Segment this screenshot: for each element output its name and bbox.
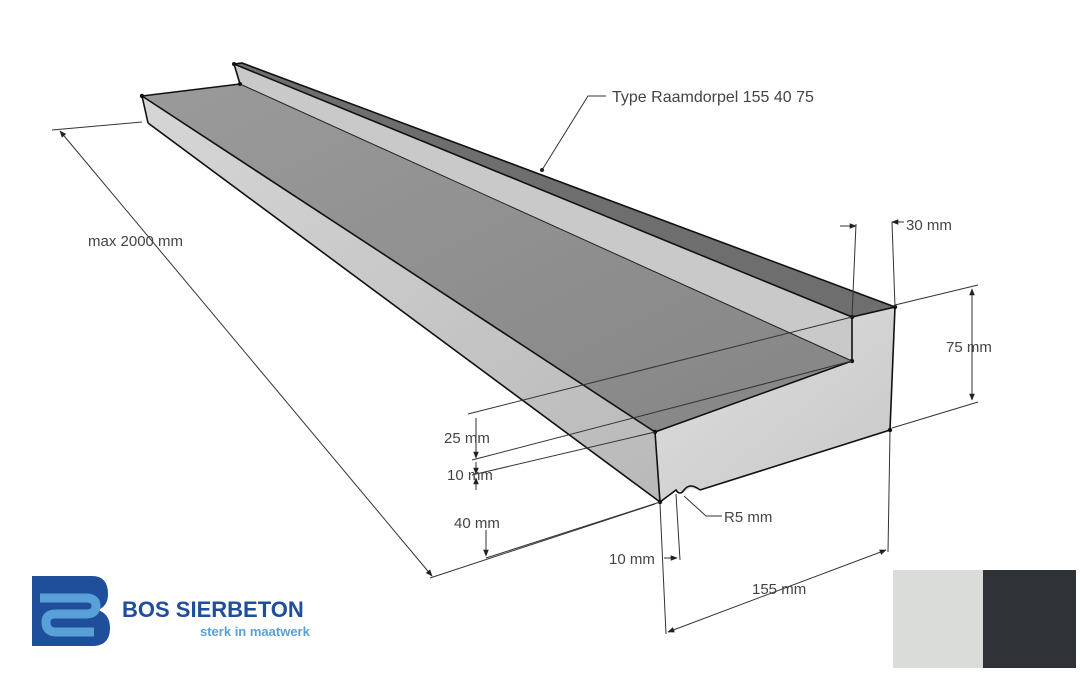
length-label: max 2000 mm xyxy=(88,233,183,250)
swatch-light-grey xyxy=(893,570,983,668)
step-label: 10 mm xyxy=(447,467,493,484)
height-dimension: 75 mm xyxy=(891,284,992,429)
lip-width-label: 30 mm xyxy=(906,217,952,234)
slope-label: 25 mm xyxy=(444,430,490,447)
front-label: 40 mm xyxy=(454,515,500,532)
swatch-anthracite xyxy=(983,570,1076,668)
sill-upstand-top xyxy=(234,63,895,317)
drip-dimensions: R5 mm 10 mm 155 mm xyxy=(609,431,891,635)
lip-width-dimension: 30 mm xyxy=(840,217,952,318)
length-dimension: max 2000 mm xyxy=(51,121,656,579)
sill-end-face xyxy=(655,307,895,502)
type-label: Type Raamdorpel 155 40 75 xyxy=(612,89,814,106)
height-label: 75 mm xyxy=(946,339,992,356)
window-sill-model xyxy=(139,62,898,505)
drip-offset-label: 10 mm xyxy=(609,551,655,568)
bs-logo-icon xyxy=(32,576,110,646)
logo-tagline: sterk in maatwerk xyxy=(200,624,311,639)
color-swatches xyxy=(893,570,1076,668)
bos-sierbeton-logo: BOS SIERBETON sterk in maatwerk xyxy=(32,576,311,646)
type-callout: Type Raamdorpel 155 40 75 xyxy=(540,89,814,172)
width-label: 155 mm xyxy=(752,581,806,598)
logo-brand-name: BOS SIERBETON xyxy=(122,597,304,622)
radius-label: R5 mm xyxy=(724,509,772,526)
profile-height-dimensions: 25 mm 10 mm 40 mm xyxy=(444,316,853,559)
